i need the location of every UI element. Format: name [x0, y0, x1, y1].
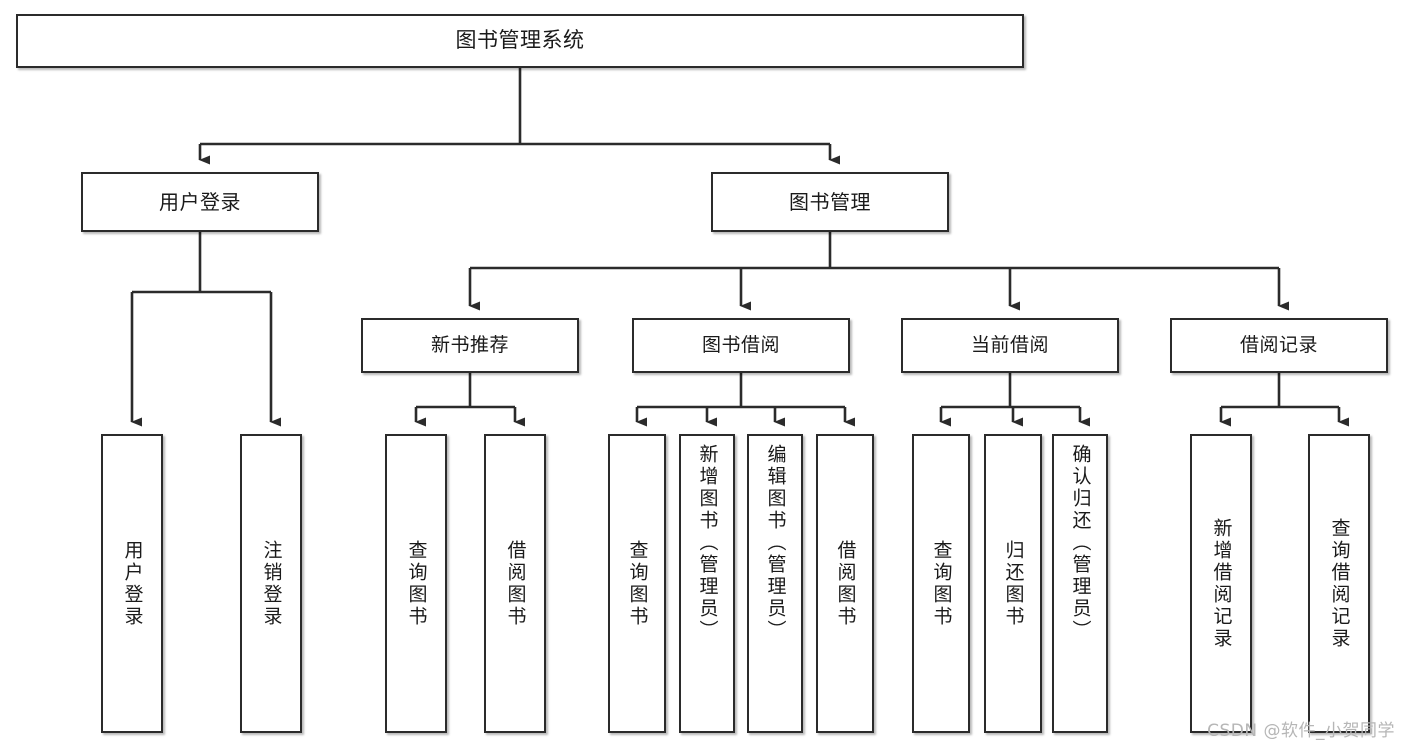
connectors-new-book-rec — [414, 373, 525, 427]
node-root-system[interactable]: 图书管理系统 — [16, 14, 1024, 68]
leaf-query-book-borrow[interactable]: 查询图书 — [608, 434, 666, 733]
connectors-book-manage — [468, 232, 1289, 311]
node-label: 图书管理 — [789, 189, 871, 214]
connectors-book-borrow — [635, 373, 855, 427]
node-label: 借阅图书 — [504, 539, 527, 628]
node-label: 图书管理系统 — [455, 28, 585, 53]
node-user-login[interactable]: 用户登录 — [81, 172, 319, 232]
node-new-book-recommend[interactable]: 新书推荐 — [361, 318, 579, 373]
leaf-confirm-return-admin[interactable]: 确认归还（管理员） — [1052, 434, 1108, 733]
connectors-current-borrow — [939, 373, 1090, 427]
leaf-borrow-book[interactable]: 借阅图书 — [816, 434, 874, 733]
node-label: 新书推荐 — [430, 333, 509, 356]
node-book-borrow[interactable]: 图书借阅 — [632, 318, 850, 373]
node-current-borrow[interactable]: 当前借阅 — [901, 318, 1119, 373]
node-label: 用户登录 — [159, 189, 241, 214]
leaf-edit-book-admin[interactable]: 编辑图书（管理员） — [747, 434, 803, 733]
connectors-root — [198, 68, 840, 165]
watermark-text: CSDN @软件_小贺同学 — [1207, 721, 1395, 741]
node-label: 查询图书 — [626, 539, 649, 628]
node-book-management[interactable]: 图书管理 — [711, 172, 949, 232]
leaf-query-book-rec[interactable]: 查询图书 — [385, 434, 447, 733]
node-label: 借阅记录 — [1239, 333, 1318, 356]
leaf-add-borrow-record[interactable]: 新增借阅记录 — [1190, 434, 1252, 733]
leaf-return-book[interactable]: 归还图书 — [984, 434, 1042, 733]
leaf-add-book-admin[interactable]: 新增图书（管理员） — [679, 434, 735, 733]
leaf-user-login[interactable]: 用户登录 — [101, 434, 163, 733]
node-label: 查询借阅记录 — [1328, 517, 1351, 650]
node-label: 查询图书 — [930, 539, 953, 628]
node-label: 借阅图书 — [834, 539, 857, 628]
leaf-query-book-current[interactable]: 查询图书 — [912, 434, 970, 733]
node-borrow-record[interactable]: 借阅记录 — [1170, 318, 1388, 373]
leaf-borrow-book-rec[interactable]: 借阅图书 — [484, 434, 546, 733]
node-label: 查询图书 — [405, 539, 428, 628]
connectors-user-login — [130, 232, 281, 427]
node-label: 确认归还（管理员） — [1069, 444, 1092, 642]
leaf-logout[interactable]: 注销登录 — [240, 434, 302, 733]
node-label: 新增借阅记录 — [1210, 517, 1233, 650]
node-label: 新增图书（管理员） — [696, 444, 719, 642]
node-label: 归还图书 — [1002, 539, 1025, 628]
node-label: 图书借阅 — [701, 333, 780, 356]
node-label: 当前借阅 — [970, 333, 1049, 356]
node-label: 用户登录 — [121, 539, 144, 628]
node-label: 注销登录 — [260, 539, 283, 628]
leaf-query-borrow-record[interactable]: 查询借阅记录 — [1308, 434, 1370, 733]
node-label: 编辑图书（管理员） — [764, 444, 787, 642]
connectors-borrow-record — [1219, 373, 1349, 427]
